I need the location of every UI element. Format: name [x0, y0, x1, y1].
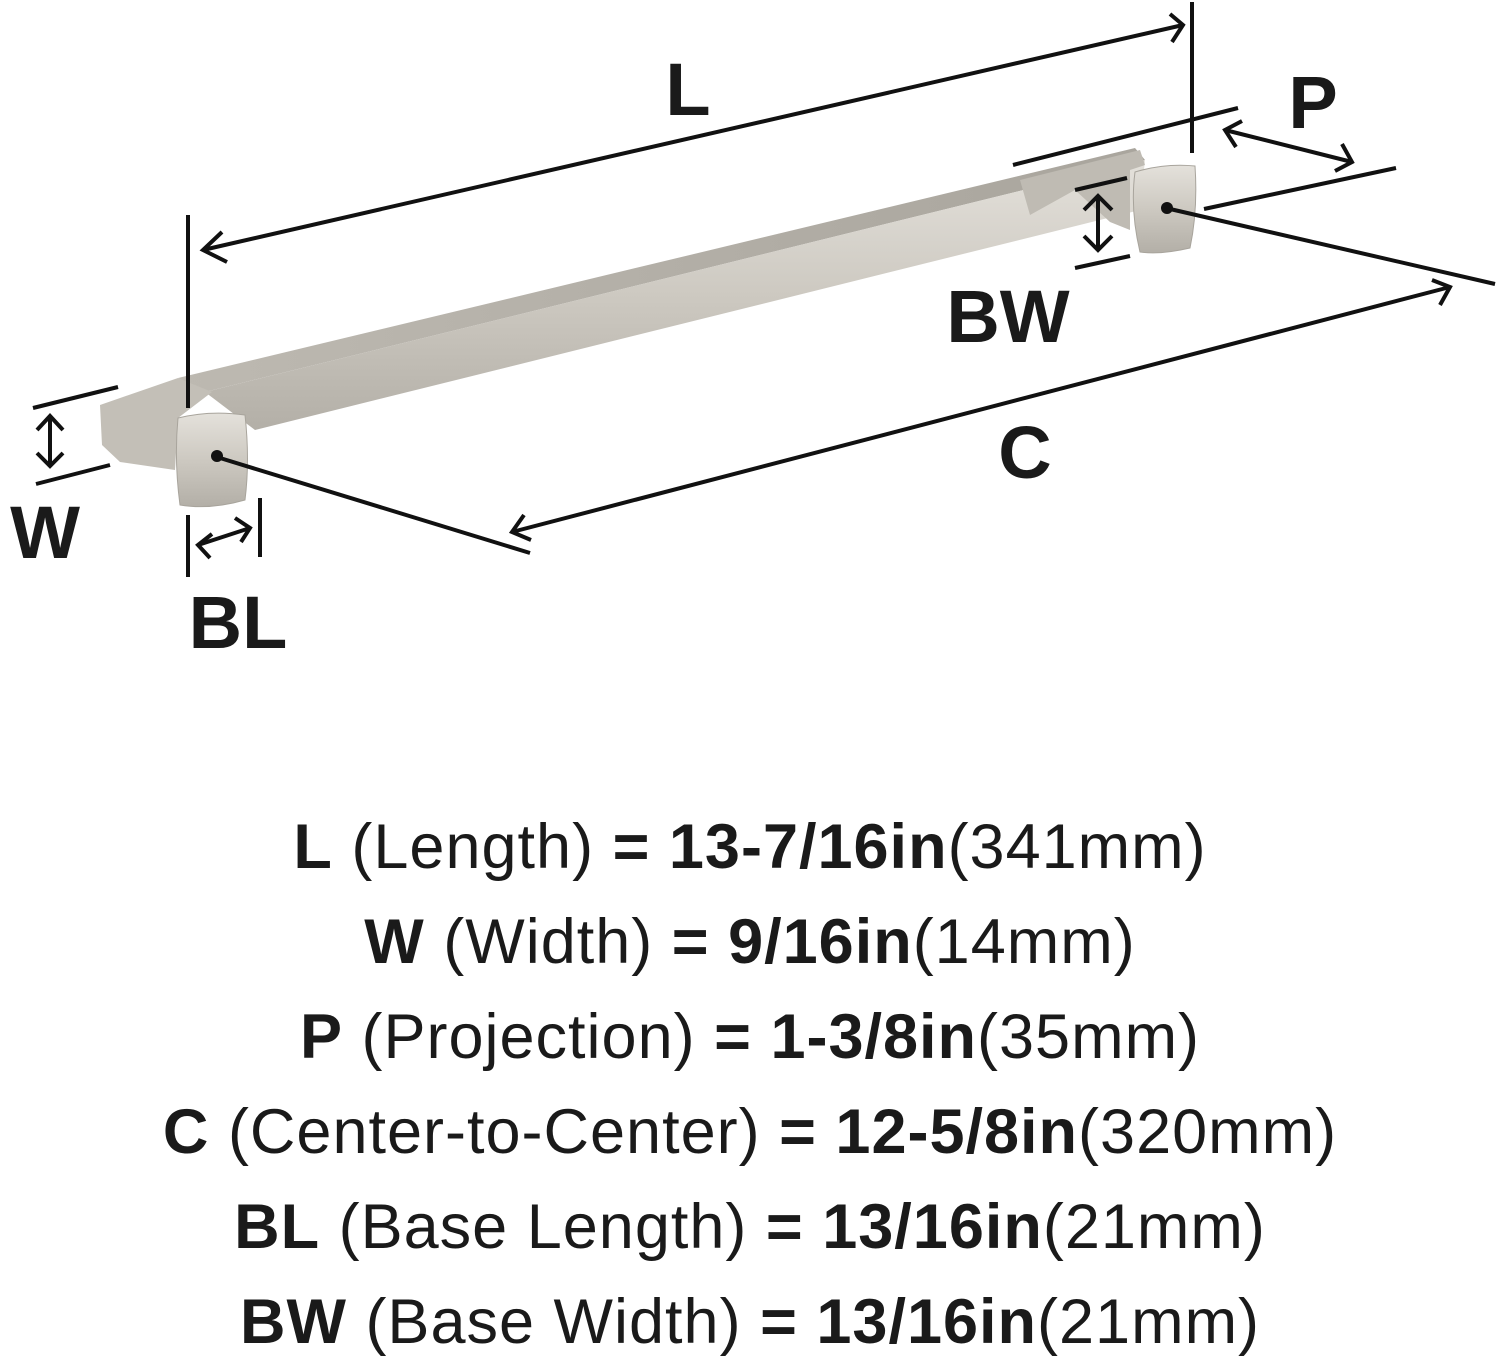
spec-equals: =	[714, 1002, 752, 1072]
label-W: W	[10, 491, 80, 574]
spec-length: L (Length) = 13-7/16in(341mm)	[0, 800, 1500, 895]
spec-metric: (21mm)	[1042, 1192, 1266, 1262]
dimension-lines	[32, 2, 1496, 577]
spec-name: (Projection)	[361, 1002, 696, 1072]
spec-base-width: BW (Base Width) = 13/16in(21mm)	[0, 1275, 1500, 1370]
spec-equals: =	[612, 812, 651, 882]
spec-metric: (35mm)	[977, 1002, 1201, 1072]
spec-code: W	[364, 907, 425, 977]
spec-imperial: 1-3/8in	[770, 1002, 978, 1072]
label-L: L	[665, 48, 710, 131]
label-P: P	[1288, 61, 1337, 144]
spec-metric: (14mm)	[912, 907, 1136, 977]
spec-center-to-center: C (Center-to-Center) = 12-5/8in(320mm)	[0, 1085, 1500, 1180]
spec-equals: =	[765, 1192, 804, 1262]
label-BL: BL	[189, 581, 288, 664]
spec-width: W (Width) = 9/16in(14mm)	[0, 895, 1500, 990]
spec-name: (Base Length)	[338, 1192, 748, 1262]
spec-imperial: 13/16in	[822, 1192, 1043, 1262]
spec-name: (Length)	[351, 812, 595, 882]
label-BW: BW	[946, 275, 1069, 358]
spec-equals: =	[760, 1287, 798, 1357]
spec-projection: P (Projection) = 1-3/8in(35mm)	[0, 990, 1500, 1085]
spec-equals: =	[671, 907, 710, 977]
spec-name: (Width)	[443, 907, 654, 977]
spec-metric: (21mm)	[1037, 1287, 1261, 1357]
spec-code: BW	[239, 1287, 347, 1357]
dimension-specs: L (Length) = 13-7/16in(341mm) W (Width) …	[0, 800, 1500, 1370]
handle-dimension-diagram: L P BW C W BL	[10, 2, 1496, 664]
spec-base-length: BL (Base Length) = 13/16in(21mm)	[0, 1180, 1500, 1275]
label-C: C	[998, 411, 1051, 494]
spec-metric: (341mm)	[947, 812, 1207, 882]
spec-name: (Center-to-Center)	[227, 1097, 761, 1167]
spec-code: BL	[234, 1192, 321, 1262]
spec-imperial: 9/16in	[728, 907, 913, 977]
spec-imperial: 12-5/8in	[835, 1097, 1079, 1167]
spec-code: P	[299, 1002, 343, 1072]
spec-code: C	[162, 1097, 210, 1167]
spec-imperial: 13-7/16in	[668, 812, 948, 882]
spec-name: (Base Width)	[365, 1287, 742, 1357]
spec-code: L	[293, 812, 333, 882]
spec-imperial: 13/16in	[816, 1287, 1038, 1357]
spec-equals: =	[779, 1097, 817, 1167]
spec-metric: (320mm)	[1078, 1097, 1338, 1167]
